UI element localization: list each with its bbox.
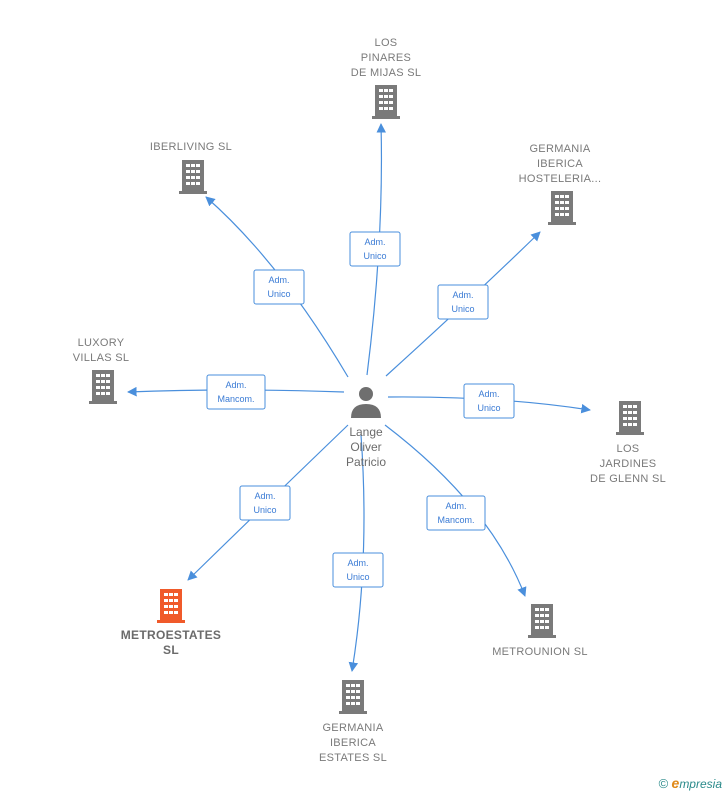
company-label-los-pinares[interactable]: DE MIJAS SL: [351, 67, 422, 79]
person-icon: [351, 404, 381, 418]
person-name-label[interactable]: Lange: [349, 425, 383, 439]
brand-rest: mpresia: [679, 777, 722, 791]
edge-metrounion: Adm. Mancom.: [384, 424, 527, 597]
edge-los-jardines: Adm. Unico: [387, 383, 591, 419]
role-label-luxory-villas: Adm.: [225, 380, 246, 390]
role-box-metroestates[interactable]: [239, 485, 291, 521]
edge-germania-estates: Adm. Unico: [332, 434, 384, 672]
role-label-metroestates: Adm.: [254, 491, 275, 501]
role-label-los-jardines: Adm.: [478, 389, 499, 399]
edge-los-pinares: Adm. Unico: [349, 123, 401, 376]
company-label-metroestates[interactable]: SL: [163, 643, 179, 657]
company-node-germania-hosteleria[interactable]: GERMANIA IBERICA HOSTELERIA...: [519, 143, 602, 225]
building-icon[interactable]: [89, 370, 117, 404]
nodes-layer: LOS PINARES DE MIJAS SL GERMANIA IBERICA HOST…: [73, 37, 666, 764]
role-label-germania-estates: Unico: [346, 572, 369, 582]
company-label-germania-estates[interactable]: ESTATES SL: [319, 752, 387, 764]
company-node-luxory-villas[interactable]: LUXORY VILLAS SL: [73, 337, 130, 404]
company-label-germania-hosteleria[interactable]: GERMANIA: [529, 143, 590, 155]
role-label-germania-hosteleria: Unico: [451, 304, 474, 314]
building-icon[interactable]: [616, 401, 644, 435]
role-box-metrounion[interactable]: [426, 495, 486, 531]
company-label-germania-hosteleria[interactable]: HOSTELERIA...: [519, 173, 602, 185]
role-label-luxory-villas: Mancom.: [217, 394, 254, 404]
company-node-los-jardines[interactable]: LOS JARDINES DE GLENN SL: [590, 401, 666, 485]
company-label-los-pinares[interactable]: LOS: [375, 37, 398, 49]
building-icon[interactable]: [179, 160, 207, 194]
company-node-iberliving[interactable]: IBERLIVING SL: [150, 141, 232, 194]
company-label-los-jardines[interactable]: DE GLENN SL: [590, 473, 666, 485]
building-icon[interactable]: [157, 589, 185, 623]
role-box-los-jardines[interactable]: [463, 383, 515, 419]
role-label-germania-hosteleria: Adm.: [452, 290, 473, 300]
role-label-metrounion: Adm.: [445, 501, 466, 511]
company-label-los-jardines[interactable]: LOS: [617, 443, 640, 455]
role-label-germania-estates: Adm.: [347, 558, 368, 568]
role-label-iberliving: Unico: [267, 289, 290, 299]
copyright-symbol: ©: [658, 776, 669, 791]
role-box-germania-estates[interactable]: [332, 552, 384, 588]
empresia-watermark[interactable]: © empresia: [659, 775, 722, 791]
company-label-iberliving[interactable]: IBERLIVING SL: [150, 141, 232, 153]
role-box-los-pinares[interactable]: [349, 231, 401, 267]
company-node-metrounion[interactable]: METROUNION SL: [492, 604, 588, 658]
person-name-label[interactable]: Patricio: [346, 455, 386, 469]
role-box-iberliving[interactable]: [253, 269, 305, 305]
edges-layer: Adm.UnicoAdm.UnicoAdm.UnicoAdm.Mancom.Ad…: [127, 123, 591, 672]
company-label-metrounion[interactable]: METROUNION SL: [492, 646, 588, 658]
company-node-los-pinares[interactable]: LOS PINARES DE MIJAS SL: [351, 37, 422, 119]
edge-germania-hosteleria: Adm. Unico: [385, 231, 541, 377]
person-name-label[interactable]: Oliver: [350, 440, 381, 454]
role-label-los-pinares: Adm.: [364, 237, 385, 247]
company-label-luxory-villas[interactable]: VILLAS SL: [73, 352, 130, 364]
building-icon[interactable]: [339, 680, 367, 714]
role-label-iberliving: Adm.: [268, 275, 289, 285]
role-label-los-jardines: Unico: [477, 403, 500, 413]
company-label-germania-estates[interactable]: GERMANIA: [322, 722, 383, 734]
role-box-germania-hosteleria[interactable]: [437, 284, 489, 320]
role-label-los-pinares: Unico: [363, 251, 386, 261]
company-label-luxory-villas[interactable]: LUXORY: [78, 337, 125, 349]
company-label-metroestates[interactable]: METROESTATES: [121, 628, 222, 642]
person-icon-head: [359, 387, 373, 401]
edge-luxory-villas: Adm. Mancom.: [127, 374, 345, 410]
role-label-metroestates: Unico: [253, 505, 276, 515]
building-icon[interactable]: [528, 604, 556, 638]
company-label-germania-hosteleria[interactable]: IBERICA: [537, 158, 583, 170]
company-label-germania-estates[interactable]: IBERICA: [330, 737, 376, 749]
edge-iberliving: Adm. Unico: [205, 196, 349, 378]
edge-metroestates: Adm. Unico: [187, 424, 349, 581]
brand-initial: e: [671, 775, 680, 791]
company-label-los-pinares[interactable]: PINARES: [361, 52, 411, 64]
company-node-germania-estates[interactable]: GERMANIA IBERICA ESTATES SL: [319, 680, 387, 764]
building-icon[interactable]: [372, 85, 400, 119]
company-label-los-jardines[interactable]: JARDINES: [600, 458, 657, 470]
role-label-metrounion: Mancom.: [437, 515, 474, 525]
role-box-luxory-villas[interactable]: [206, 374, 266, 410]
building-icon[interactable]: [548, 191, 576, 225]
